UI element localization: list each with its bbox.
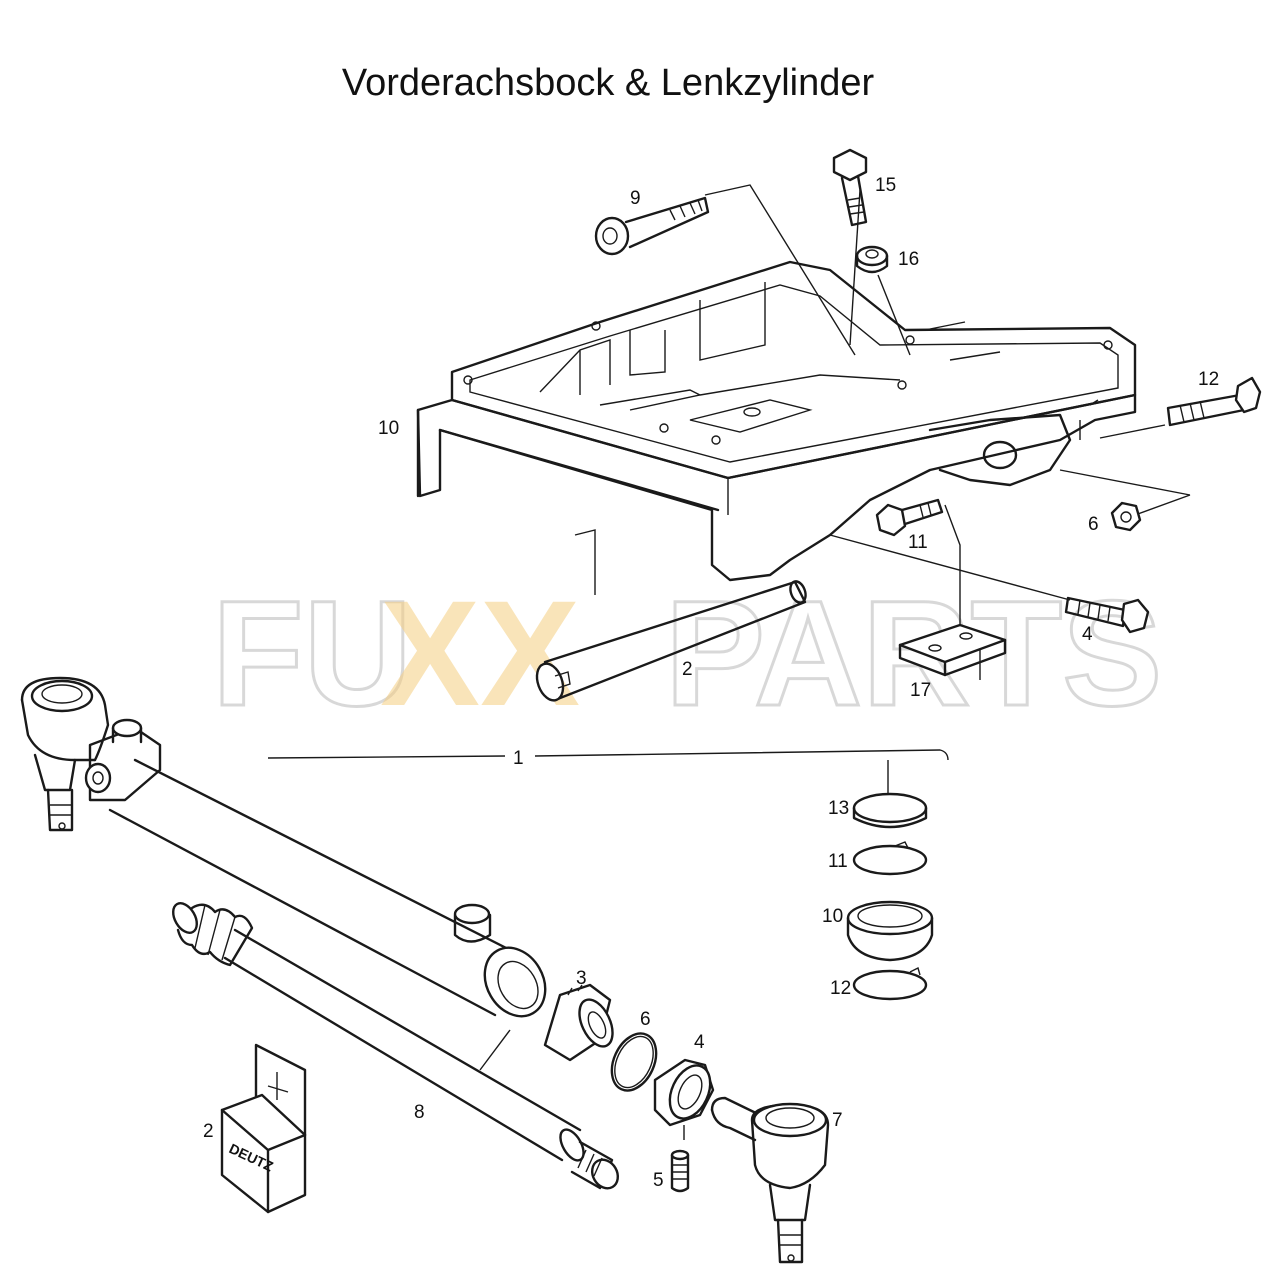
part-11-bolt [875, 498, 944, 537]
part-4-bolt [1064, 596, 1150, 634]
watermark: FU XX PARTS [211, 568, 1164, 739]
callout-upper-16: 16 [898, 249, 919, 270]
callout-lower-7: 7 [832, 1110, 843, 1131]
part-3-gland-nut [543, 983, 614, 1062]
part-2-grease-package: DEUTZ [220, 1043, 307, 1214]
callout-upper-17: 17 [910, 680, 931, 701]
part-17-block [898, 623, 1007, 677]
part-8-piston-rod [172, 902, 620, 1190]
callout-upper-9: 9 [630, 188, 641, 209]
watermark-right: PARTS [665, 569, 1162, 737]
part-10-cup [846, 900, 934, 936]
repair-kit-parts [846, 760, 934, 1001]
watermark-left: FU [212, 569, 412, 737]
part-12-hex-bolt [1166, 376, 1262, 427]
callout-lower-2: 2 [203, 1121, 214, 1142]
part-6-nut [1110, 501, 1142, 532]
callout-kit-11: 11 [828, 851, 848, 872]
page-title: Vorderachsbock & Lenkzylinder [341, 62, 875, 104]
callout-lower-3: 3 [576, 968, 587, 989]
callout-cylinder-1: 1 [513, 748, 524, 769]
callout-lower-6: 6 [640, 1009, 651, 1030]
watermark-mid: XX [380, 569, 580, 737]
callout-upper-6: 6 [1088, 514, 1099, 535]
part-15-hex-bolt [832, 148, 868, 227]
upper-leader-lines [574, 184, 1191, 680]
part-6-o-ring [610, 1032, 658, 1092]
part-1-bracket [267, 749, 949, 761]
callout-lower-4: 4 [694, 1032, 705, 1053]
part-12-circlip [852, 969, 928, 1001]
callout-kit-10: 10 [822, 906, 843, 927]
part-9-socket-screw [594, 196, 710, 256]
part-4-lock-nut [653, 1058, 715, 1140]
callout-kit-13: 13 [828, 798, 849, 819]
axle-bracket-frame [416, 260, 1137, 582]
part-2-pin [535, 580, 807, 702]
callout-upper-15: 15 [875, 175, 896, 196]
callout-upper-2: 2 [682, 659, 693, 680]
part-11-circlip [852, 844, 928, 876]
left-tie-rod-end [20, 676, 110, 832]
callout-lower-5: 5 [653, 1170, 664, 1191]
callout-kit-12: 12 [830, 978, 851, 999]
callout-upper-4: 4 [1082, 624, 1093, 645]
callout-upper-11: 11 [908, 532, 928, 553]
callout-upper-12: 12 [1198, 369, 1219, 390]
part-13-ring [852, 792, 928, 824]
part-16-nut [855, 245, 889, 274]
callout-upper-10: 10 [378, 418, 399, 439]
cylinder-barrel [84, 718, 547, 1018]
part-5-set-screw [670, 1149, 690, 1193]
callout-labels: 9 15 16 10 12 6 11 4 2 17 1 13 11 10 12 … [203, 175, 1219, 1191]
callout-lower-8: 8 [414, 1102, 425, 1123]
part-7-tie-rod-end [710, 1096, 830, 1264]
